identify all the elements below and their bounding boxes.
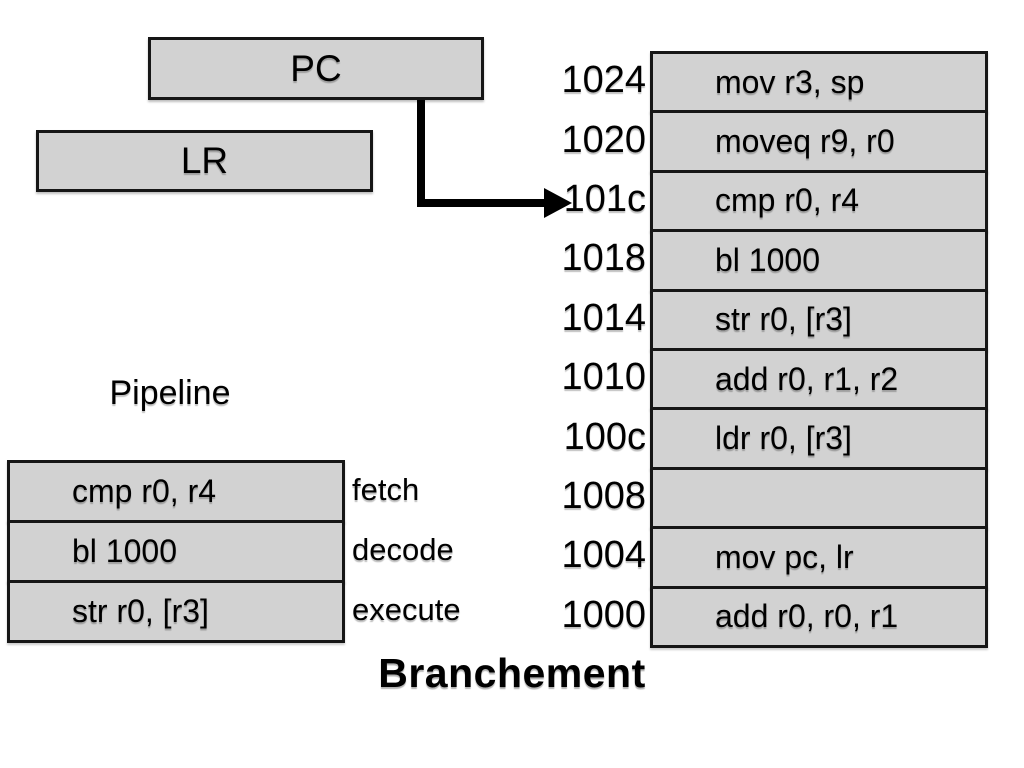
slide-title: Branchement [378, 650, 646, 696]
pipeline-instruction: cmp r0, r4 [72, 473, 217, 509]
memory-address: 1000 [561, 593, 646, 636]
memory-instruction: add r0, r1, r2 [715, 360, 899, 397]
memory-instruction: moveq r9, r0 [715, 123, 895, 160]
pc-register-box: PC [148, 37, 484, 100]
memory-row: mov r3, sp [650, 51, 988, 114]
pipeline-row: str r0, [r3] [7, 580, 345, 643]
memory-instruction: bl 1000 [715, 241, 820, 278]
memory-address: 101c [563, 177, 646, 220]
memory-address: 1018 [561, 237, 646, 280]
pipeline-heading: Pipeline [109, 374, 231, 412]
memory-address: 100c [563, 415, 646, 458]
memory-address: 1014 [561, 296, 646, 339]
memory-instruction: ldr r0, [r3] [715, 420, 852, 457]
memory-row: moveq r9, r0 [650, 110, 988, 173]
lr-register-label: LR [180, 140, 229, 181]
pipeline-row: bl 1000 [7, 520, 345, 583]
memory-instruction: mov pc, lr [715, 538, 854, 575]
memory-row: cmp r0, r4 [650, 169, 988, 233]
pc-register-label: PC [290, 47, 342, 89]
memory-address-column: 1024 1020 101c 1018 1014 1010 100c 1008 1004 1000 [470, 51, 648, 651]
memory-instruction: mov r3, sp [715, 63, 865, 100]
pipeline-stage-label: fetch [352, 472, 420, 507]
memory-table: mov r3, sp moveq r9, r0 cmp r0, r4 bl 1000 s… [650, 51, 988, 651]
lr-register-box: LR [36, 130, 373, 192]
pipeline-stage-labels: fetch decode execute [352, 460, 512, 643]
pipeline-row: cmp r0, r4 [7, 460, 345, 523]
memory-address: 1010 [561, 356, 646, 399]
memory-row: bl 1000 [650, 229, 988, 292]
memory-address: 1024 [561, 59, 646, 102]
pipeline-table: cmp r0, r4 bl 1000 str r0, [r3] [7, 460, 345, 643]
memory-instruction: cmp r0, r4 [715, 182, 860, 219]
memory-instruction: str r0, [r3] [715, 301, 852, 338]
pipeline-stage-label: execute [352, 592, 461, 627]
memory-row: add r0, r1, r2 [650, 348, 988, 411]
pipeline-stage-label: decode [352, 532, 454, 567]
memory-address: 1008 [561, 474, 646, 517]
pipeline-instruction: str r0, [r3] [72, 593, 209, 629]
memory-instruction: add r0, r0, r1 [715, 598, 899, 635]
memory-row [650, 466, 988, 530]
memory-row: ldr r0, [r3] [650, 407, 988, 470]
memory-row: mov pc, lr [650, 526, 988, 589]
memory-row: str r0, [r3] [650, 288, 988, 351]
pipeline-instruction: bl 1000 [72, 533, 177, 569]
memory-address: 1004 [561, 534, 646, 577]
memory-row: add r0, r0, r1 [650, 585, 988, 648]
memory-address: 1020 [561, 118, 646, 161]
